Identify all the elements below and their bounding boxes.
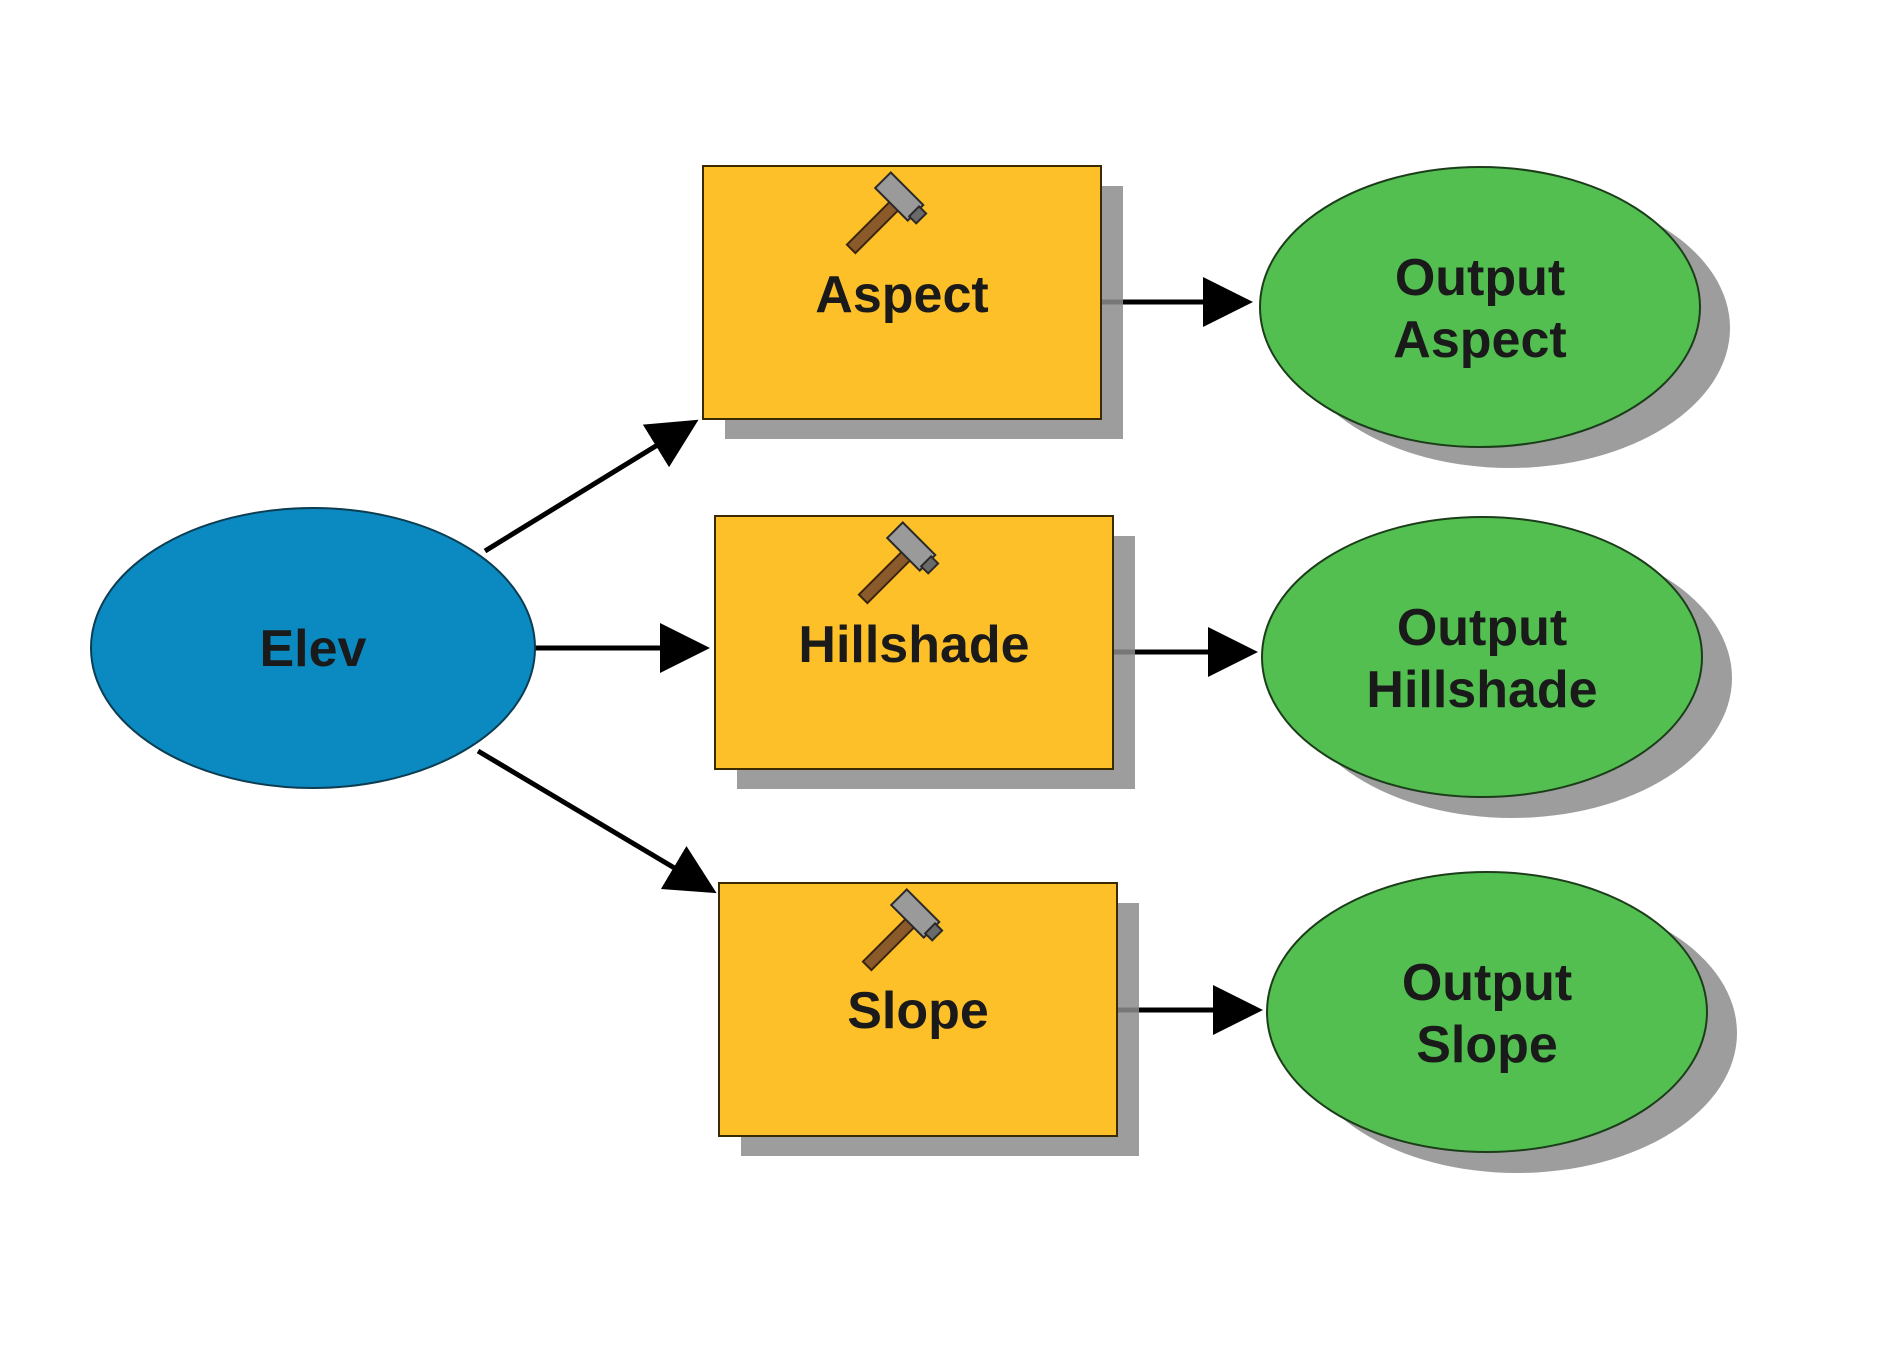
output-node-hillshade[interactable]: Output Hillshade bbox=[1261, 516, 1732, 818]
output-node-label-line1: Output bbox=[1395, 249, 1565, 307]
tool-node-hillshade[interactable]: Hillshade bbox=[714, 515, 1135, 789]
output-node-label-line2: Aspect bbox=[1393, 311, 1566, 369]
input-node-elev[interactable]: Elev bbox=[90, 507, 536, 789]
output-node-label-line1: Output bbox=[1397, 599, 1567, 657]
output-node-shape bbox=[1259, 166, 1701, 448]
tool-node-label: Slope bbox=[847, 982, 989, 1040]
tool-node-label: Hillshade bbox=[798, 616, 1029, 674]
output-node-aspect[interactable]: Output Aspect bbox=[1259, 166, 1730, 468]
output-node-shape bbox=[1266, 871, 1708, 1153]
connector-elev-aspect bbox=[483, 419, 699, 554]
output-node-shape bbox=[1261, 516, 1703, 798]
tool-node-slope[interactable]: Slope bbox=[718, 882, 1139, 1156]
input-node-label: Elev bbox=[260, 620, 367, 678]
output-node-label-line2: Hillshade bbox=[1366, 661, 1597, 719]
hammer-icon bbox=[857, 521, 940, 605]
hammer-icon bbox=[845, 171, 928, 255]
tool-node-label: Aspect bbox=[815, 266, 988, 324]
hammer-icon bbox=[861, 888, 944, 972]
connector-elev-slope bbox=[476, 748, 717, 894]
output-node-label-line2: Slope bbox=[1416, 1016, 1558, 1074]
input-node-shape bbox=[90, 507, 536, 789]
output-node-slope[interactable]: Output Slope bbox=[1266, 871, 1737, 1173]
output-node-label-line1: Output bbox=[1402, 954, 1572, 1012]
tool-node-aspect[interactable]: Aspect bbox=[702, 165, 1123, 439]
